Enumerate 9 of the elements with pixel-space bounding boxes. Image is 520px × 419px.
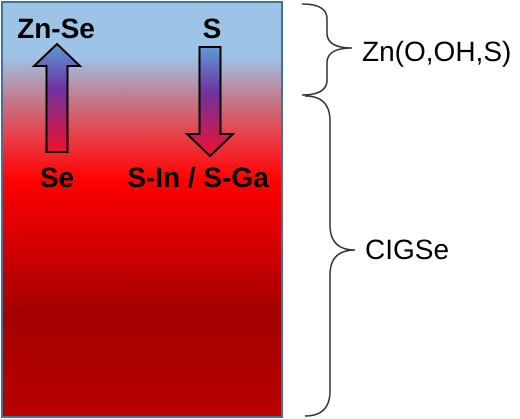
species-label: Se — [40, 164, 74, 192]
layer-label: Zn(O,OH,S) — [362, 38, 512, 66]
block-arrow — [32, 42, 82, 153]
species-label: S-In / S-Ga — [127, 164, 269, 192]
layer-stack — [1, 1, 283, 418]
species-label: S — [202, 15, 222, 44]
species-label: Zn-Se — [17, 15, 95, 44]
layer-label: CIGSe — [365, 236, 450, 264]
block-arrow — [184, 46, 236, 158]
